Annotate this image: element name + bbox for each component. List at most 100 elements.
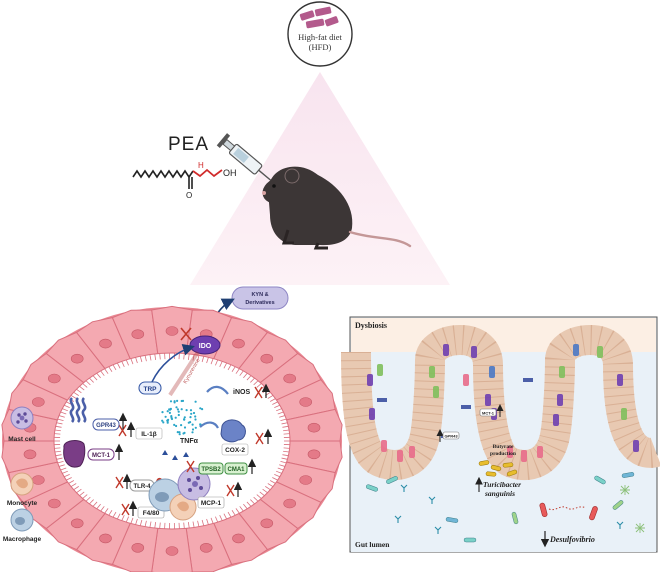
monocyte-legend-icon [10, 472, 34, 496]
enterocyte-marker [489, 366, 495, 378]
tlr4-label: TLR-4 [134, 484, 152, 490]
kyn-derivatives-box: KYN & Derivatives [231, 286, 289, 310]
microbe [511, 511, 519, 525]
svg-text:MCT-1: MCT-1 [482, 411, 495, 416]
cytokine-dots [161, 399, 204, 460]
kyn-label-line2: Derivatives [245, 300, 274, 306]
enterocyte-marker [369, 408, 375, 420]
microbe [386, 476, 398, 484]
pea-label: PEA [168, 134, 209, 155]
enterocyte-marker [463, 374, 469, 386]
microbe [463, 537, 477, 543]
syringe-icon [216, 133, 275, 184]
enterocyte-marker [617, 374, 623, 386]
enterocyte-marker [573, 344, 579, 356]
enterocyte-marker [443, 344, 449, 356]
hfd-badge: High-fat diet (HFD) [287, 1, 353, 67]
enterocyte-marker [429, 366, 435, 378]
microbe [365, 484, 379, 492]
cell-nucleus [199, 542, 213, 553]
cell-nucleus [299, 475, 313, 485]
cell-nucleus [131, 329, 145, 340]
legend-mast-cell: Mast cell [8, 436, 36, 443]
mast-cell-legend-icon [10, 406, 34, 430]
enterocyte-marker [559, 366, 565, 378]
enterocyte-marker [367, 374, 373, 386]
gpr43-receptor: GPR43 [69, 397, 128, 431]
turicibacter-label-line1: Turicibacter [483, 480, 521, 489]
enterocyte-marker [597, 346, 603, 358]
turicibacter-label-line2: sanguinis [484, 489, 515, 498]
cell-nucleus [47, 498, 61, 509]
epithelial-ring [1, 305, 343, 572]
villi-epithelium [341, 324, 660, 552]
kynurenine-pathway-arrow [168, 350, 200, 397]
hydroxyl-group: OH [223, 168, 237, 178]
cox2-enzyme: COX-2 [199, 419, 273, 456]
cma1-label: CMA1 [227, 467, 245, 473]
enterocyte-marker [377, 364, 383, 376]
enterocyte-marker [507, 446, 513, 458]
cell-nucleus [283, 498, 297, 509]
mct1-label: MCT-1 [92, 453, 111, 459]
monocyte-cell [169, 493, 197, 521]
cell-nucleus [99, 338, 112, 349]
trp-box: TRP [138, 381, 162, 395]
enterocyte-marker [553, 414, 559, 426]
tnfa-label-group: TNFα [180, 438, 199, 445]
cell-nucleus [165, 546, 179, 556]
enterocyte-marker [485, 394, 491, 406]
desulfovibrio-label: Desulfovibrio [549, 535, 595, 544]
pea-molecule: O H OH [132, 161, 237, 200]
cell-nucleus [47, 373, 61, 384]
mcp1-label-group: MCP-1 [197, 481, 243, 509]
turicibacter-bacteria [478, 460, 518, 477]
hfd-label-line2: (HFD) [309, 42, 332, 52]
mcp1-label: MCP-1 [201, 500, 222, 507]
enterocyte-marker [557, 394, 563, 406]
trp-to-ido-arrow [151, 343, 195, 383]
tpsb2-label: TPSB2 [201, 467, 221, 473]
enterocyte-marker [409, 446, 415, 458]
butyrate-label-line2: production [490, 451, 516, 457]
tlr4-receptor: TLR-4 [115, 473, 163, 492]
cell-nucleus [31, 397, 45, 407]
gut-lumen-label: Gut lumen [355, 540, 390, 549]
cell-nucleus [70, 353, 84, 364]
hfd-label-line1: High-fat diet [298, 32, 342, 42]
cell-nucleus [70, 518, 84, 529]
kyn-label-line1: KYN & [251, 292, 268, 298]
cell-nucleus [283, 373, 297, 384]
cell-nucleus [307, 422, 321, 433]
cox2-label: COX-2 [225, 447, 245, 454]
macrophage-legend-icon [10, 508, 34, 532]
mouse-icon [262, 166, 412, 250]
cell-nucleus [165, 326, 179, 336]
cell-nucleus [260, 518, 274, 529]
f480-label-group: F4/80 [121, 500, 165, 519]
dysbiosis-title: Dysbiosis [355, 321, 387, 330]
enterocyte-marker [537, 446, 543, 458]
tpsb2-label-group: TPSB2 CMA1 [186, 458, 257, 475]
microbe [445, 517, 459, 523]
inos-label: iNOS [233, 389, 250, 396]
microbe [621, 472, 635, 478]
microbe [594, 475, 606, 485]
cell-nucleus [299, 397, 313, 407]
inos-label-group: iNOS [206, 383, 271, 399]
trp-label: TRP [144, 386, 158, 393]
panel-gpr43-label: GPR43 [436, 429, 460, 442]
il1b-label: IL-1β [141, 431, 157, 438]
ido-label: IDO [199, 343, 212, 350]
enterocyte-marker [381, 440, 387, 452]
cell-nucleus [99, 533, 112, 544]
oxygen-atom: O [186, 191, 192, 200]
svg-text:GPR43: GPR43 [444, 434, 458, 439]
panel-mct1-label: MCT-1 [479, 404, 504, 417]
il1b-label-group: IL-1β [118, 421, 163, 440]
enterocyte-marker [397, 450, 403, 462]
microbe [612, 500, 624, 510]
enterocyte-marker [521, 450, 527, 462]
dysbiosis-panel: Dysbiosis Gut lumen MCT-1 GPR43 Butyrate… [341, 316, 660, 553]
